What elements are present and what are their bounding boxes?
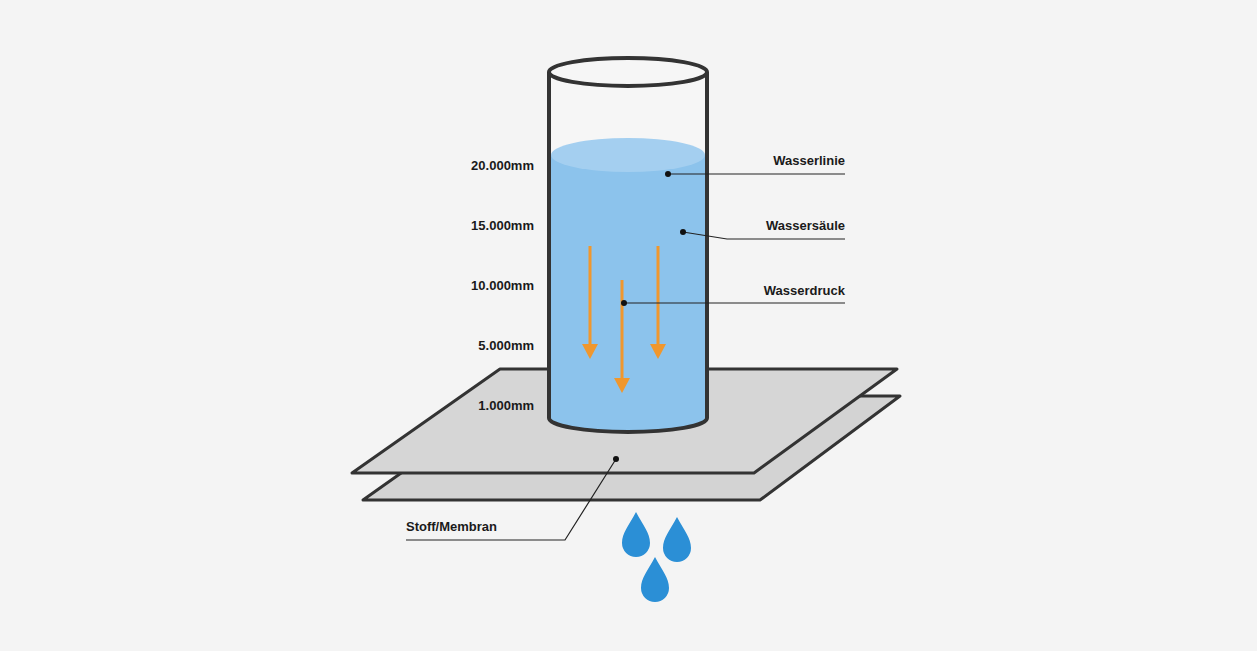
cylinder-body bbox=[549, 72, 707, 432]
scale-value: 15.000mm bbox=[471, 218, 534, 234]
water-drops bbox=[622, 512, 691, 602]
scale-value: 10.000mm bbox=[471, 278, 534, 294]
leader-lines bbox=[406, 174, 845, 540]
scale-value: 5.000mm bbox=[478, 338, 534, 354]
cylinder-rim bbox=[549, 58, 707, 86]
leader-dots bbox=[613, 171, 686, 462]
scale-value: 20.000mm bbox=[471, 158, 534, 174]
pressure-arrows bbox=[582, 246, 666, 393]
water-surface bbox=[551, 138, 705, 172]
scale-value: 1.000mm bbox=[478, 398, 534, 414]
part-label: Wassersäule bbox=[766, 218, 845, 234]
part-label: Stoff/Membran bbox=[406, 519, 497, 535]
water-column bbox=[551, 155, 705, 432]
part-label: Wasserdruck bbox=[764, 283, 845, 299]
cylinder-outline bbox=[549, 72, 707, 432]
part-label: Wasserlinie bbox=[773, 153, 845, 169]
